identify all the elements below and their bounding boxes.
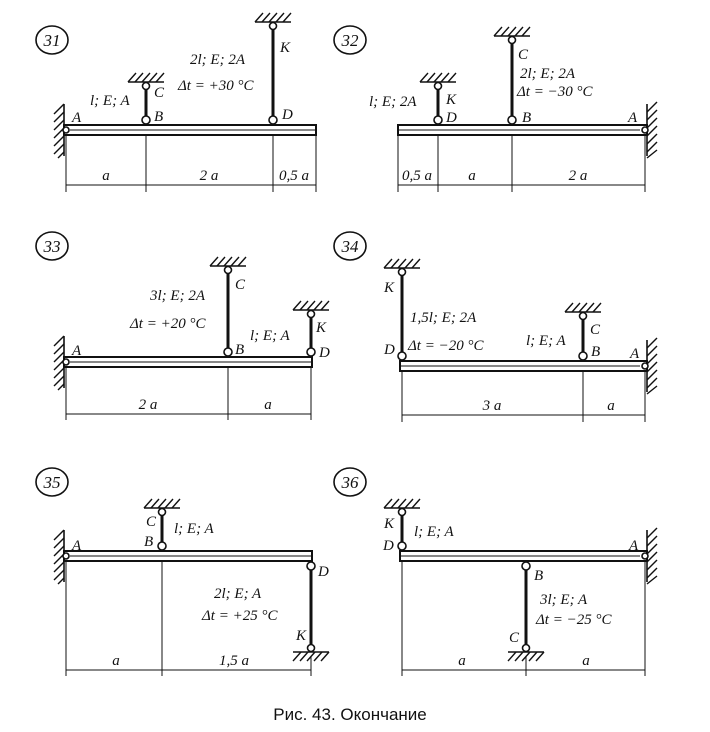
point-label-K: K	[279, 40, 291, 56]
temperature-change: Δt = −30 °C	[516, 84, 593, 100]
rod2-params: 2l; E; 2A	[190, 52, 246, 68]
point-label-K: K	[445, 92, 457, 108]
pin-A	[641, 552, 649, 560]
temperature-change: Δt = −25 °C	[535, 612, 612, 628]
panel-number-circle	[333, 231, 367, 261]
pin-A	[62, 126, 70, 134]
point-label-K: K	[383, 280, 395, 296]
rod2-params: 2l; E; 2A	[520, 66, 576, 82]
panel-number-circle	[333, 25, 367, 55]
point-label-C: C	[235, 277, 246, 293]
panel-33: 33 A C B 3l; E; 2A Δt = +20 °C K D l; E;…	[35, 231, 330, 420]
figure-caption: Рис. 43. Окончание	[273, 705, 426, 724]
point-label-A: A	[629, 346, 640, 362]
rod1-params: l; E; A	[174, 521, 215, 537]
panel-31: 31 A C B l; E; A K D 2l; E; 2A Δt = +30 …	[35, 12, 317, 192]
rod1-params: 3l; E; 2A	[149, 288, 206, 304]
ceiling-support	[383, 498, 421, 509]
point-label-D: D	[281, 107, 293, 123]
dimension-label: 1,5 a	[219, 653, 249, 669]
rod2-params: l; E; A	[250, 328, 291, 344]
point-label-A: A	[71, 343, 82, 359]
point-label-D: D	[318, 345, 330, 361]
ceiling-support	[209, 256, 247, 267]
panel-number: 32	[341, 31, 360, 50]
point-label-B: B	[522, 110, 531, 126]
point-label-D: D	[383, 342, 395, 358]
panel-number: 34	[341, 237, 360, 256]
ceiling-support	[493, 26, 531, 37]
rod2-params: l; E; A	[526, 333, 567, 349]
point-label-K: K	[315, 320, 327, 336]
ceiling-support	[383, 258, 421, 269]
point-label-C: C	[154, 85, 165, 101]
temperature-change: Δt = +20 °C	[129, 316, 206, 332]
dimension-label: 3 a	[482, 398, 502, 414]
point-label-C: C	[518, 47, 529, 63]
dimension-label: 0,5 a	[402, 168, 432, 184]
pin-A	[62, 358, 70, 366]
panel-number: 33	[43, 237, 61, 256]
panel-number: 35	[43, 473, 61, 492]
point-label-C: C	[146, 514, 157, 530]
ceiling-support	[564, 302, 602, 313]
rod1-params: 1,5l; E; 2A	[410, 310, 477, 326]
panel-32: 32 A K D l; E; 2A C B 2l; E; 2A Δt = −30…	[333, 25, 658, 192]
point-label-C: C	[590, 322, 601, 338]
pin-A	[641, 126, 649, 134]
point-label-K: K	[383, 516, 395, 532]
point-label-D: D	[317, 564, 329, 580]
ceiling-support	[127, 72, 165, 83]
dimension-label: a	[102, 168, 110, 184]
point-label-A: A	[71, 110, 82, 126]
point-label-B: B	[235, 342, 244, 358]
panel-number-circle	[35, 231, 69, 261]
panel-35: 35 A C B l; E; A D K 2l; E; A Δt = +25 °…	[35, 467, 330, 676]
dimension-label: a	[458, 653, 466, 669]
point-label-D: D	[445, 110, 457, 126]
point-label-B: B	[591, 344, 600, 360]
rod2-params: 3l; E; A	[539, 592, 588, 608]
dimension-label: a	[112, 653, 120, 669]
panel-number-circle	[35, 467, 69, 497]
panel-number: 31	[43, 31, 61, 50]
point-label-K: K	[295, 628, 307, 644]
dimension-label: 0,5 a	[279, 168, 309, 184]
point-label-A: A	[71, 538, 82, 554]
panel-number: 36	[341, 473, 360, 492]
ceiling-support	[254, 12, 292, 23]
rod1-params: l; E; A	[414, 524, 455, 540]
panel-36: 36 A K D l; E; A B C 3l; E; A Δt = −25 °…	[333, 467, 658, 676]
ceiling-support	[143, 498, 181, 509]
rod2-params: 2l; E; A	[214, 586, 262, 602]
temperature-change: Δt = +25 °C	[201, 608, 278, 624]
temperature-change: Δt = +30 °C	[177, 78, 254, 94]
dimension-label: 2 a	[139, 397, 158, 413]
point-label-A: A	[628, 538, 639, 554]
panel-number-circle	[35, 25, 69, 55]
pin-A	[641, 362, 649, 370]
dimension-label: a	[607, 398, 615, 414]
panel-34: 34 A K D 1,5l; E; 2A Δt = −20 °C C B l; …	[333, 231, 658, 422]
temperature-change: Δt = −20 °C	[407, 338, 484, 354]
point-label-A: A	[627, 110, 638, 126]
point-label-B: B	[144, 534, 153, 550]
dimension-label: a	[264, 397, 272, 413]
pin-A	[62, 552, 70, 560]
point-label-D: D	[382, 538, 394, 554]
dimension-label: 2 a	[569, 168, 588, 184]
point-label-B: B	[154, 109, 163, 125]
rod1-params: l; E; A	[90, 93, 131, 109]
point-label-C: C	[509, 630, 520, 646]
ceiling-support	[419, 72, 457, 83]
dimension-label: a	[582, 653, 590, 669]
rod1-params: l; E; 2A	[369, 94, 417, 110]
panel-number-circle	[333, 467, 367, 497]
point-label-B: B	[534, 568, 543, 584]
dimension-label: a	[468, 168, 476, 184]
ceiling-support	[292, 300, 330, 311]
dimension-label: 2 a	[200, 168, 219, 184]
